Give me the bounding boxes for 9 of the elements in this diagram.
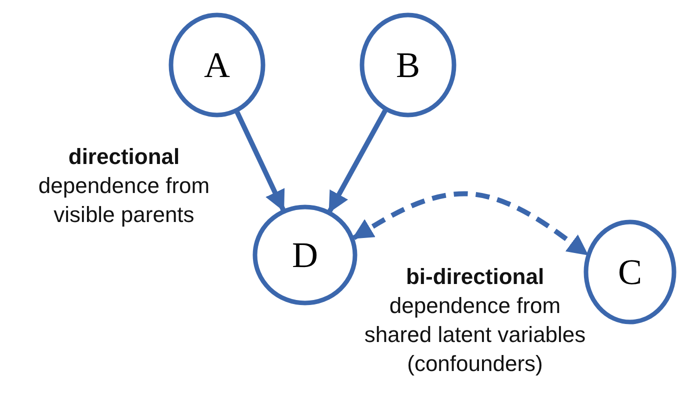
node-label: A (204, 44, 230, 86)
node-label: C (618, 251, 642, 293)
arrow (234, 111, 286, 212)
node-label: D (292, 234, 318, 276)
dashed-arrow (352, 191, 588, 256)
arrow (328, 110, 388, 213)
annotation-text: directional dependence from visible parents (37, 143, 211, 229)
node-label: B (396, 44, 420, 86)
annotation-text: bi-directional dependence from shared latent variables (confounders) (363, 263, 587, 378)
